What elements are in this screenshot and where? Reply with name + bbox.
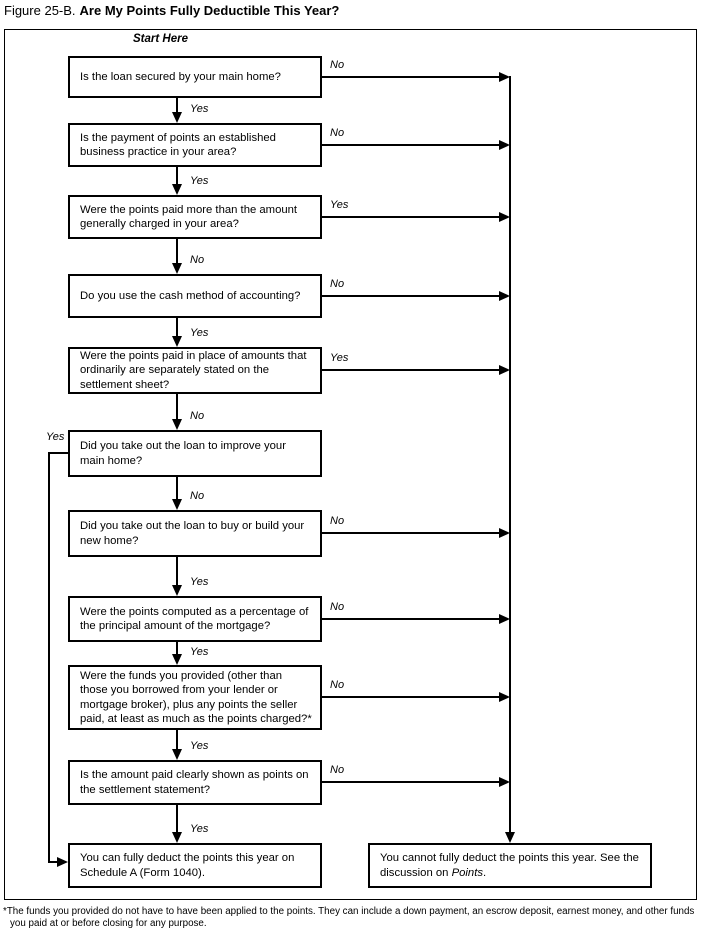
side-line-10 <box>322 781 499 783</box>
down-arrowhead-2 <box>172 184 182 195</box>
down-arrowhead-3 <box>172 263 182 274</box>
down-line-2 <box>176 166 178 186</box>
side-label-3: Yes <box>330 199 349 211</box>
question-box-7: Did you take out the loan to buy or buil… <box>68 510 322 557</box>
side-label-9: No <box>330 679 345 691</box>
question-box-6: Did you take out the loan to improve you… <box>68 430 322 477</box>
down-label-4: Yes <box>190 327 209 339</box>
down-line-6 <box>176 476 178 500</box>
down-line-5 <box>176 393 178 420</box>
side-arrowhead-9 <box>499 692 510 702</box>
side-label-5: Yes <box>330 352 349 364</box>
side-arrowhead-10 <box>499 777 510 787</box>
down-label-9: Yes <box>190 740 209 752</box>
question-text-3: Were the points paid more than the amoun… <box>80 203 298 230</box>
down-arrowhead-8 <box>172 654 182 665</box>
loop-vertical-line <box>48 452 50 862</box>
down-line-8 <box>176 641 178 655</box>
down-line-1 <box>176 97 178 114</box>
side-line-2 <box>322 144 499 146</box>
result-text-deductible: You can fully deduct the points this yea… <box>80 852 295 879</box>
question-box-2: Is the payment of points an established … <box>68 123 322 167</box>
loop-arrowhead <box>57 857 68 867</box>
question-text-2: Is the payment of points an established … <box>80 131 276 158</box>
down-arrowhead-7 <box>172 585 182 596</box>
side-line-5 <box>322 369 499 371</box>
loop-stub-line <box>48 452 68 454</box>
question-box-9: Were the funds you provided (other than … <box>68 665 322 730</box>
flowchart-frame <box>4 29 697 900</box>
question-text-9: Were the funds you provided (other than … <box>80 669 312 725</box>
down-line-3 <box>176 238 178 264</box>
side-label-10: No <box>330 764 345 776</box>
side-label-2: No <box>330 127 345 139</box>
down-label-6: No <box>190 490 205 502</box>
question-box-3: Were the points paid more than the amoun… <box>68 195 322 239</box>
side-label-1: No <box>330 59 345 71</box>
loop-bottom-line <box>48 861 58 863</box>
down-arrowhead-5 <box>172 419 182 430</box>
figure-number-label: Figure 25-B. <box>4 3 76 18</box>
side-line-1 <box>322 76 499 78</box>
down-arrowhead-9 <box>172 749 182 760</box>
question-box-10: Is the amount paid clearly shown as poin… <box>68 760 322 805</box>
down-label-1: Yes <box>190 103 209 115</box>
footnote: *The funds you provided do not have to h… <box>3 906 695 930</box>
result-box-deductible: You can fully deduct the points this yea… <box>68 843 322 888</box>
side-arrowhead-8 <box>499 614 510 624</box>
side-arrowhead-3 <box>499 212 510 222</box>
result-not-deductible-prefix: You cannot fully deduct the points this … <box>380 852 639 879</box>
down-line-10 <box>176 804 178 833</box>
side-line-9 <box>322 696 499 698</box>
down-label-5: No <box>190 410 205 422</box>
question-text-8: Were the points computed as a percentage… <box>80 605 309 632</box>
side-arrowhead-7 <box>499 528 510 538</box>
down-arrowhead-1 <box>172 112 182 123</box>
question-text-1: Is the loan secured by your main home? <box>80 70 281 83</box>
side-line-4 <box>322 295 499 297</box>
side-label-7: No <box>330 515 345 527</box>
side-label-6: Yes <box>46 431 65 443</box>
down-label-2: Yes <box>190 175 209 187</box>
question-text-5: Were the points paid in place of amounts… <box>80 349 307 391</box>
down-label-10: Yes <box>190 823 209 835</box>
question-box-8: Were the points computed as a percentage… <box>68 596 322 642</box>
down-line-4 <box>176 317 178 337</box>
down-arrowhead-10 <box>172 832 182 843</box>
side-line-8 <box>322 618 499 620</box>
result-not-deductible-suffix: . <box>483 866 487 879</box>
question-box-4: Do you use the cash method of accounting… <box>68 274 322 318</box>
side-arrowhead-1 <box>499 72 510 82</box>
side-arrowhead-4 <box>499 291 510 301</box>
question-box-1: Is the loan secured by your main home? <box>68 56 322 98</box>
result-text-not-deductible: You cannot fully deduct the points this … <box>370 851 650 880</box>
collector-line <box>509 76 511 833</box>
question-text-7: Did you take out the loan to buy or buil… <box>80 520 305 547</box>
down-line-7 <box>176 556 178 586</box>
collector-arrowhead-down <box>505 832 515 843</box>
result-box-not-deductible: You cannot fully deduct the points this … <box>368 843 652 888</box>
side-line-3 <box>322 216 499 218</box>
figure-heading: Are My Points Fully Deductible This Year… <box>79 3 340 18</box>
side-label-8: No <box>330 601 345 613</box>
side-label-4: No <box>330 278 345 290</box>
down-arrowhead-4 <box>172 336 182 347</box>
down-label-8: Yes <box>190 646 209 658</box>
down-arrowhead-6 <box>172 499 182 510</box>
question-text-10: Is the amount paid clearly shown as poin… <box>80 769 309 796</box>
figure-title: Figure 25-B.Are My Points Fully Deductib… <box>4 3 339 18</box>
question-text-4: Do you use the cash method of accounting… <box>80 289 301 302</box>
down-label-3: No <box>190 254 205 266</box>
start-here-label: Start Here <box>133 33 188 45</box>
question-box-5: Were the points paid in place of amounts… <box>68 347 322 394</box>
side-arrowhead-5 <box>499 365 510 375</box>
down-label-7: Yes <box>190 576 209 588</box>
side-arrowhead-2 <box>499 140 510 150</box>
down-line-9 <box>176 729 178 750</box>
side-line-7 <box>322 532 499 534</box>
question-text-6: Did you take out the loan to improve you… <box>80 440 286 467</box>
result-not-deductible-points-ref: Points <box>451 866 483 879</box>
